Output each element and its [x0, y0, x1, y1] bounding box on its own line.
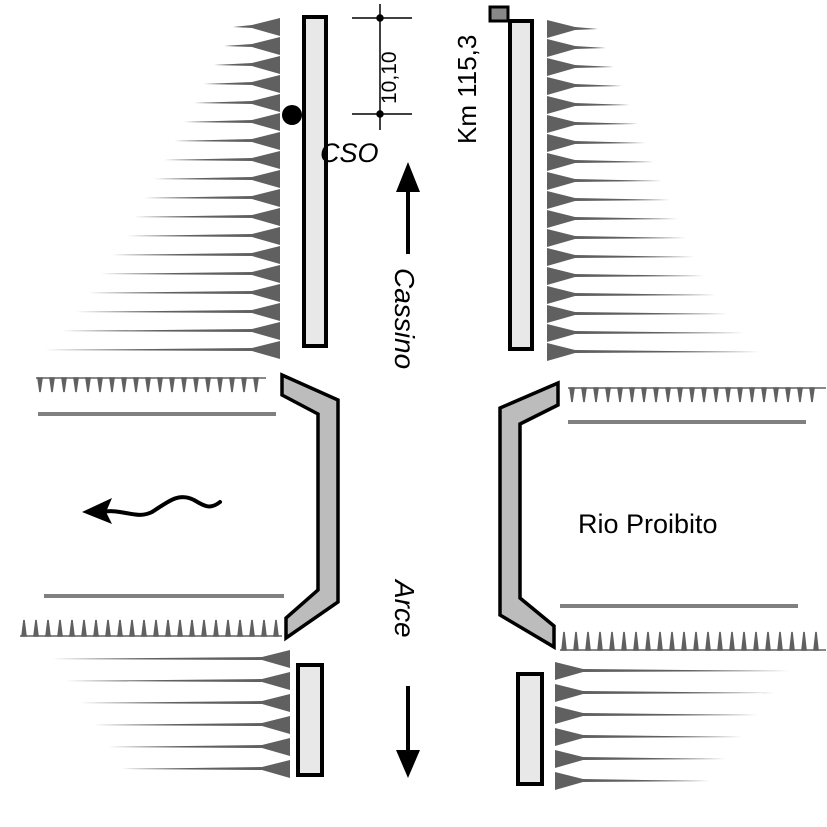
km-marker-post [488, 5, 510, 23]
bridge-parapet-left [280, 372, 340, 642]
river-bank-lower-right-ticks [560, 631, 826, 651]
km-marker-label: Km 115,3 [452, 35, 482, 144]
bridge-parapets [280, 372, 560, 651]
direction-label-south: Arce [389, 578, 420, 638]
road-barriers [296, 15, 544, 786]
barrier-lower-left [296, 663, 324, 777]
barrier-upper-left [302, 15, 328, 348]
lower-left-embankment-hachures [52, 650, 290, 778]
river-bank-upper-left-ticks [36, 377, 266, 393]
south-arrow-icon [396, 686, 420, 778]
dimension-line [352, 4, 412, 130]
barrier-lower-right [516, 672, 544, 786]
cso-label: CSO [320, 138, 379, 168]
river-bank-upper-right-ticks [568, 387, 826, 403]
bridge-parapet-right [498, 380, 560, 651]
lower-right-embankment-hachures [555, 662, 790, 790]
cso-point-marker [282, 105, 302, 125]
river-flow-arrow-icon [82, 495, 222, 524]
barrier-upper-right [508, 19, 534, 351]
dimension-label: 10,10 [378, 51, 401, 104]
direction-label-north: Cassino [389, 268, 420, 369]
river-edge-lines [38, 412, 806, 608]
river-label: Rio Proibito [578, 509, 718, 539]
river-bank-lower-left-ticks [20, 619, 282, 637]
upper-right-embankment-hachures [547, 20, 760, 361]
north-arrow-icon [396, 162, 420, 254]
upper-left-embankment-hachures [44, 18, 280, 359]
